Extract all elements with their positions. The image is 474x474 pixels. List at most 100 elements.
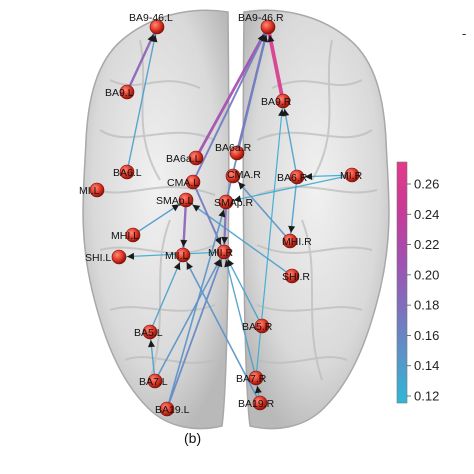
node-label: BA9-46.R (238, 12, 284, 24)
node-sphere (119, 164, 135, 180)
edge-arrowhead (221, 236, 229, 244)
node-label: MII.L (165, 250, 188, 262)
node-SHI.R: SHI.R (282, 268, 310, 284)
node-label: CMA.R (227, 169, 261, 181)
node-BA9-46.R: BA9-46.R (238, 12, 284, 35)
node-BA19.R: BA19.R (238, 395, 275, 411)
edge-BA19.R-to-MII.L (182, 254, 261, 404)
edge-arrowhead (288, 225, 296, 233)
node-label: BA6a.R (215, 142, 252, 154)
edge-BA19.L-to-SMAp.R (166, 201, 227, 410)
edge-arrowhead (261, 34, 268, 43)
edge-arrowhead (267, 34, 275, 43)
node-sphere (229, 145, 245, 161)
edge-arrowhead (148, 340, 155, 348)
node-label: SMAp.R (214, 197, 254, 209)
colorbar-tick-label: 0.24 (414, 207, 439, 222)
edge-arrowhead (173, 262, 181, 271)
node-label: SMAp.L (156, 195, 194, 207)
node-label: BA7.R (236, 373, 267, 385)
node-sphere (248, 370, 264, 386)
colorbar-tick-label: 0.14 (414, 358, 439, 373)
edge-SHI.R-to-SMAp.L (185, 199, 293, 277)
region-nodes: BA9-46.L BA9-46.R BA9.L BA9.R BA6.L BA6.R BA6a… (79, 12, 363, 417)
node-sphere (289, 169, 305, 185)
node-sphere (159, 401, 175, 417)
node-MHI.L: MHI.L (111, 227, 141, 243)
node-sphere (260, 19, 276, 35)
edge-MI.R-to-SMAp.R (225, 174, 353, 203)
edge-arrowhead (238, 182, 246, 190)
node-MII.L: MII.L (165, 247, 191, 263)
edge-BA6.L-to-BA9-46.L (126, 26, 158, 173)
edge-arrowhead (218, 209, 226, 218)
node-BA9.R: BA9.R (261, 93, 292, 109)
node-label: BA9.L (105, 87, 134, 99)
colorbar-gradient (396, 161, 408, 404)
colorbar-tick-label: 0.18 (414, 298, 439, 313)
edge-MII.R-to-SHI.L (118, 251, 225, 258)
node-BA6a.L: BA6a.L (166, 150, 204, 166)
node-BA6.L: BA6.L (113, 164, 142, 180)
node-BA6.R: BA6.R (277, 169, 308, 185)
node-MHI.R: MHI.R (282, 233, 312, 249)
node-label: BA19.R (238, 398, 275, 410)
node-BA6a.R: BA6a.R (215, 142, 252, 161)
node-sphere (111, 249, 127, 265)
node-label: MHI.L (111, 230, 139, 242)
node-sphere (147, 373, 163, 389)
node-label: SHI.R (282, 271, 310, 283)
edge-arrowhead (278, 109, 285, 117)
node-label: BA5.L (134, 327, 163, 339)
colorbar-ticks: 0.26 0.24 0.22 0.20 0.18 0.16 0.14 0.12 (407, 177, 439, 404)
colorbar-tick-label: 0.16 (414, 328, 439, 343)
node-sphere (188, 150, 204, 166)
edge-arrowhead (305, 173, 313, 180)
connection-edges (118, 25, 353, 410)
node-MII.R: MII.R (208, 244, 233, 260)
node-MI.R: MI.R (340, 167, 363, 183)
node-sphere (175, 247, 191, 263)
node-SMAp.R: SMAp.R (214, 194, 254, 210)
node-SHI.L: SHI.L (85, 249, 127, 265)
right-hemisphere (242, 9, 390, 430)
node-sphere (185, 174, 201, 190)
corner-mark: - (462, 26, 466, 41)
colorbar-tick-label: 0.20 (414, 267, 439, 282)
node-label: MI.R (340, 170, 363, 182)
brain-outline (82, 9, 390, 430)
node-BA7.R: BA7.R (236, 370, 267, 386)
node-label: BA9-46.L (129, 12, 173, 24)
colorbar-tick-label: 0.26 (414, 177, 439, 192)
node-BA7.L: BA7.L (139, 373, 168, 389)
edge-BA7.L-to-MII.R (154, 251, 225, 382)
node-BA9.L: BA9.L (105, 84, 135, 100)
node-sphere (284, 268, 300, 284)
edge-arrowhead (186, 262, 193, 270)
node-sphere (254, 318, 270, 334)
edge-arrowhead (192, 204, 201, 212)
node-sphere (142, 324, 158, 340)
node-sphere (344, 167, 360, 183)
edge-arrowhead (224, 259, 232, 268)
node-sphere (89, 182, 105, 198)
edge-arrowhead (215, 259, 223, 268)
node-label: BA7.L (139, 376, 168, 388)
node-sphere (178, 192, 194, 208)
node-sphere (119, 84, 135, 100)
node-sphere (218, 194, 234, 210)
colorbar-tick-label: 0.12 (414, 389, 439, 404)
edge-arrowhead (150, 34, 158, 43)
node-label: MII.R (208, 247, 233, 259)
edge-arrowhead (171, 204, 180, 212)
node-BA19.L: BA19.L (155, 401, 190, 417)
node-BA9-46.L: BA9-46.L (129, 12, 173, 35)
node-MI.L: MI.L (79, 182, 105, 198)
node-sphere (149, 19, 165, 35)
colorbar-tick-label: 0.22 (414, 237, 439, 252)
node-label: BA6.R (277, 172, 308, 184)
node-label: SHI.L (85, 252, 111, 264)
colorbar: 0.26 0.24 0.22 0.20 0.18 0.16 0.14 0.12 (396, 161, 439, 404)
node-label: MHI.R (282, 236, 312, 248)
